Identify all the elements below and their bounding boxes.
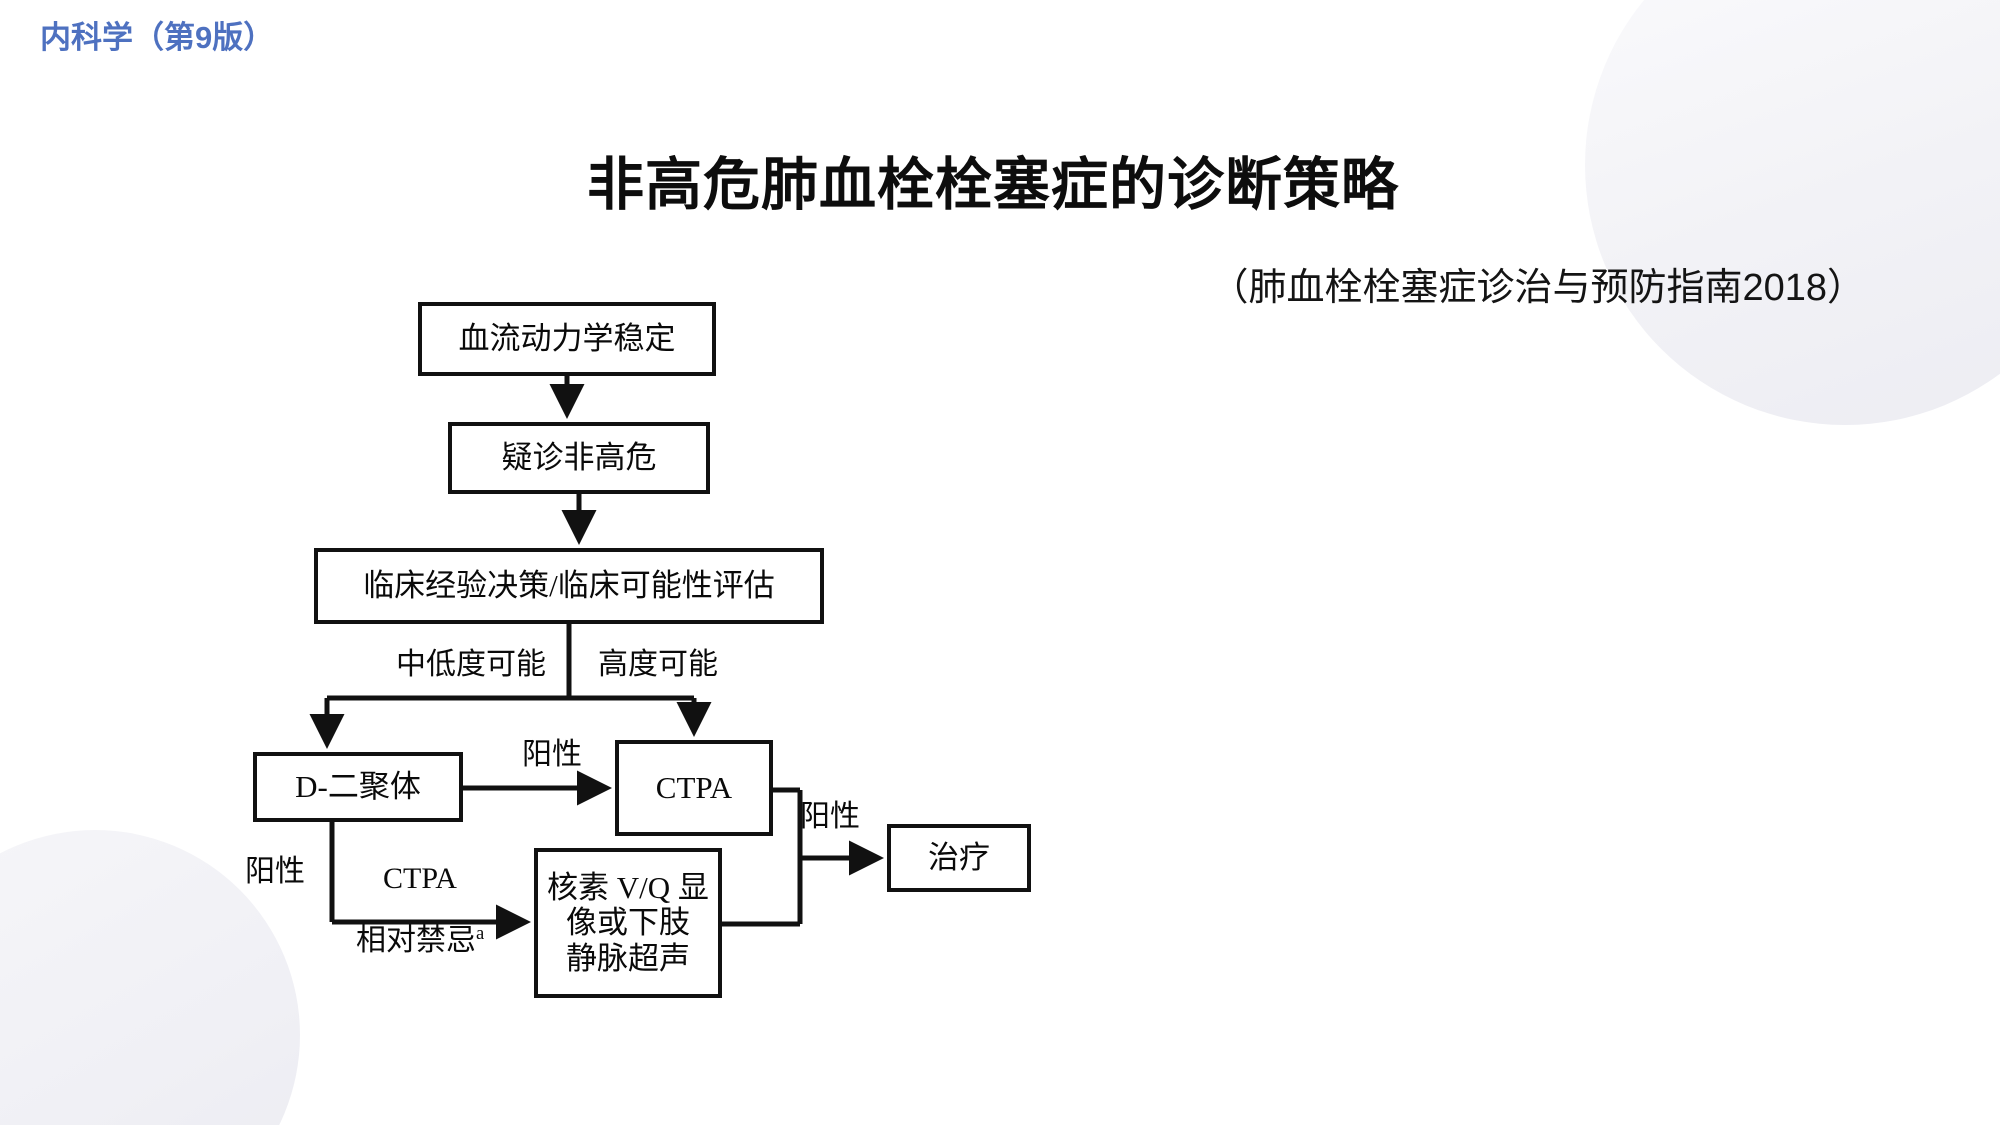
flow-box-label-multiline: 核素 V/Q 显 像或下肢 静脉超声 [547, 870, 709, 977]
footnote-marker-a: a [476, 923, 485, 944]
flow-box-label-line-3: 静脉超声 [565, 940, 690, 976]
flow-box-clinical-probability-assessment: 临床经验决策/临床可能性评估 [314, 548, 824, 624]
page-title: 非高危肺血栓栓塞症的诊断策略 [587, 153, 1399, 217]
edge-label-positive-to-treatment: 阳性 [800, 800, 860, 833]
flow-box-vq-scan-or-leg-ultrasound: 核素 V/Q 显 像或下肢 静脉超声 [534, 848, 722, 998]
flow-box-label-line-2: 像或下肢 [565, 905, 690, 941]
edge-label-positive-ddimer-to-ctpa: 阳性 [522, 738, 582, 771]
edge-label-mid-low-probability: 中低度可能 [396, 648, 546, 681]
flow-box-hemodynamic-stable: 血流动力学稳定 [418, 302, 716, 376]
flow-box-label: CTPA [655, 770, 733, 806]
flow-box-label: D-二聚体 [295, 769, 421, 805]
flow-box-d-dimer: D-二聚体 [253, 752, 463, 822]
flow-box-suspected-non-high-risk: 疑诊非高危 [448, 422, 710, 494]
edge-label-ctpa-alternative: CTPA [383, 862, 457, 895]
flow-box-treatment: 治疗 [887, 824, 1031, 892]
edge-label-relative-contraindication: 相对禁忌a [356, 923, 485, 957]
flow-box-ctpa: CTPA [615, 740, 773, 836]
flow-box-label: 疑诊非高危 [501, 440, 657, 476]
flow-box-label: 血流动力学稳定 [458, 321, 676, 357]
flow-box-label: 临床经验决策/临床可能性评估 [363, 568, 775, 604]
edge-label-relative-contraindication-text: 相对禁忌 [356, 924, 476, 957]
book-label: 内科学（第9版） [40, 20, 275, 55]
flow-box-label: 治疗 [928, 840, 990, 876]
flow-box-label-line-1: 核素 V/Q 显 [547, 869, 709, 905]
edge-label-high-probability: 高度可能 [598, 648, 718, 681]
page-subtitle: （肺血栓栓塞症诊治与预防指南2018） [1210, 267, 1865, 309]
edge-label-positive-ddimer-down: 阳性 [245, 855, 305, 888]
